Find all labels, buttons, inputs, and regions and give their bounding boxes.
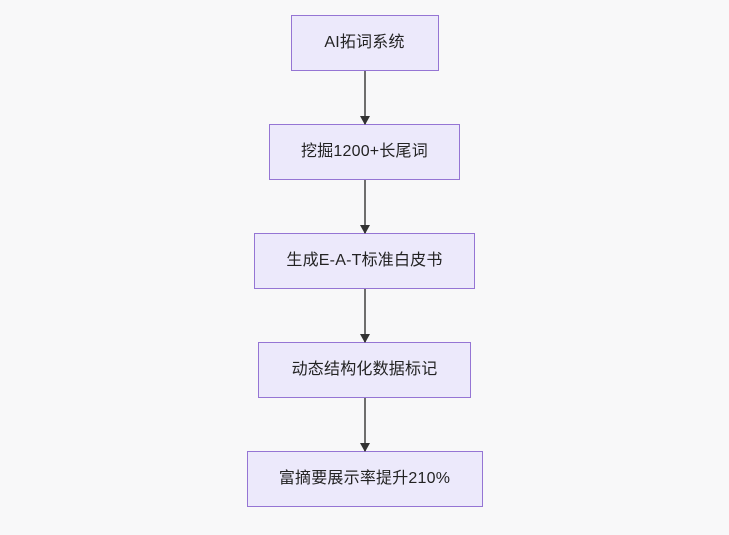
flow-edge-4 (359, 398, 371, 452)
arrow-down-icon (359, 443, 370, 452)
flow-edge-2-line (363, 180, 366, 233)
flow-edge-3-line (363, 289, 366, 342)
flow-node-3-label: 生成E-A-T标准白皮书 (286, 252, 443, 270)
arrow-down-icon (359, 225, 370, 234)
flow-node-2[interactable]: 挖掘1200+长尾词 (269, 124, 460, 180)
flow-node-1[interactable]: AI拓词系统 (290, 15, 439, 71)
arrow-down-icon (359, 116, 370, 125)
flow-node-4-label: 动态结构化数据标记 (291, 361, 438, 379)
flow-edge-3 (359, 289, 371, 343)
flow-node-2-label: 挖掘1200+长尾词 (301, 143, 428, 161)
flow-node-1-label: AI拓词系统 (324, 34, 405, 52)
flow-node-3[interactable]: 生成E-A-T标准白皮书 (254, 233, 475, 289)
arrow-down-icon (359, 334, 370, 343)
flow-edge-1 (359, 71, 371, 125)
flow-edge-2 (359, 180, 371, 234)
flow-node-5[interactable]: 富摘要展示率提升210% (246, 451, 483, 507)
flow-node-5-label: 富摘要展示率提升210% (278, 470, 451, 488)
flow-edge-1-line (363, 71, 366, 124)
flow-edge-4-line (363, 398, 366, 451)
flow-node-4[interactable]: 动态结构化数据标记 (258, 342, 471, 398)
